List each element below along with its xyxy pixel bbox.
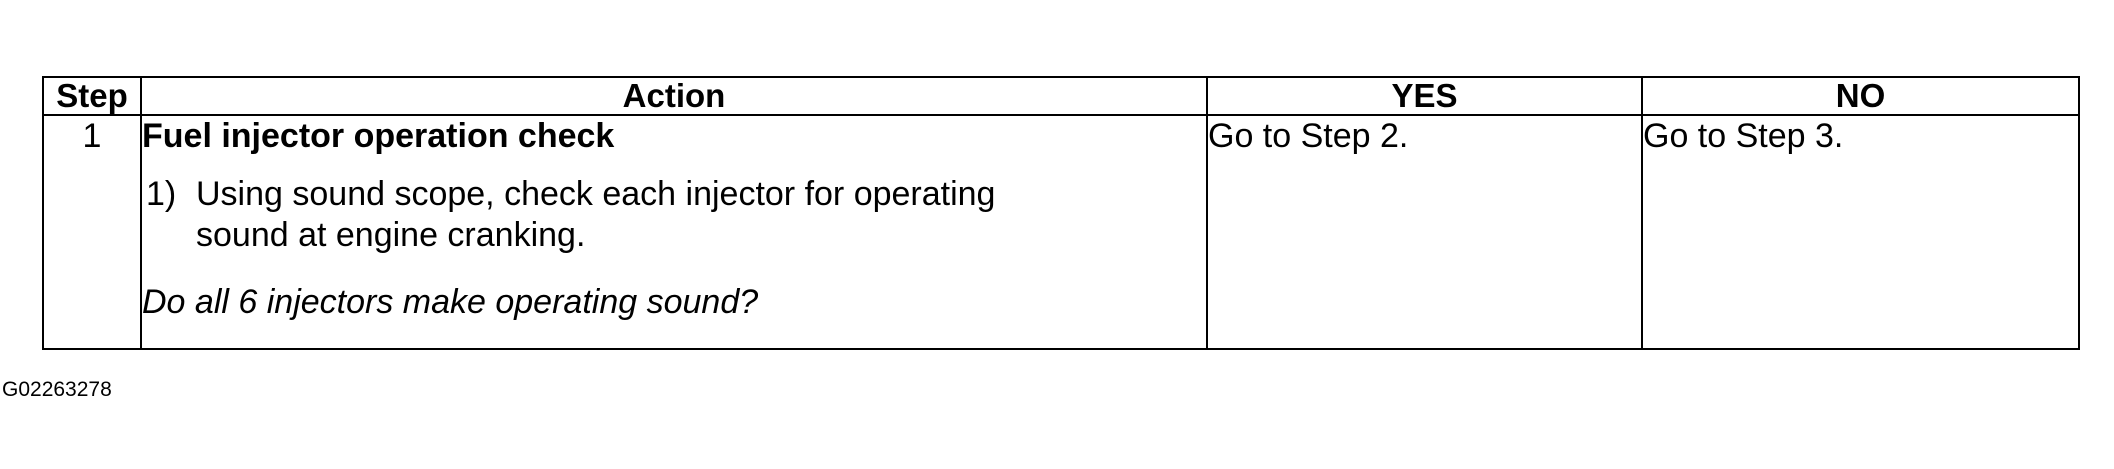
diagnostic-table: Step Action YES NO 1 Fuel injector opera… — [42, 76, 2080, 350]
header-no: NO — [1641, 76, 2080, 116]
action-question: Do all 6 injectors make operating sound? — [142, 283, 759, 321]
header-yes: YES — [1206, 76, 1643, 116]
action-cell: Fuel injector operation check 1) Using s… — [140, 114, 1208, 350]
substep: 1) Using sound scope, check each injecto… — [142, 174, 1206, 256]
no-cell: Go to Step 3. — [1641, 114, 2080, 350]
table-row: 1 Fuel injector operation check 1) Using… — [42, 114, 2080, 350]
substep-number: 1) — [146, 175, 177, 213]
yes-cell: Go to Step 2. — [1206, 114, 1643, 350]
step-cell: 1 — [42, 114, 142, 350]
table-header-row: Step Action YES NO — [42, 76, 2080, 116]
header-action: Action — [140, 76, 1208, 116]
header-step: Step — [42, 76, 142, 116]
substep-text: Using sound scope, check each injector f… — [196, 175, 996, 254]
figure-id: G02263278 — [2, 378, 112, 401]
action-title: Fuel injector operation check — [142, 117, 615, 155]
step-number: 1 — [82, 117, 102, 155]
